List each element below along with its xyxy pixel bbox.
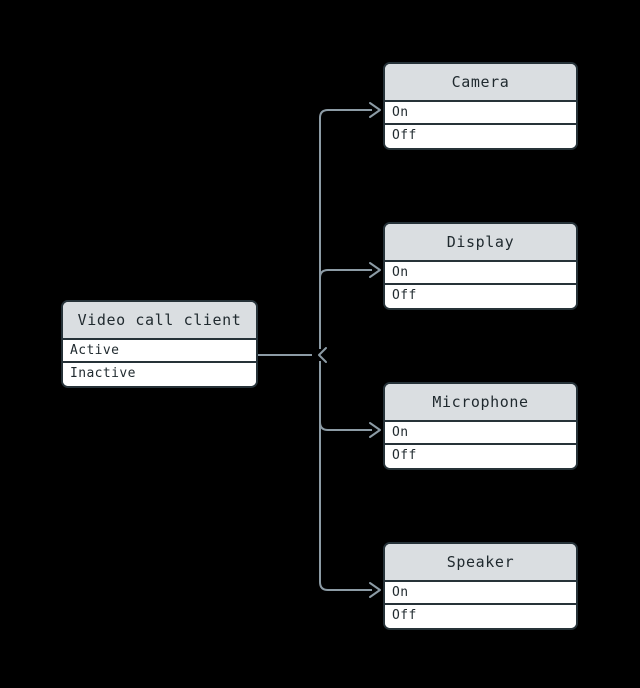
node-title-video-call-client: Video call client (63, 302, 256, 340)
node-display[interactable]: Display On Off (383, 222, 578, 310)
arrowhead-microphone (369, 422, 381, 438)
node-microphone[interactable]: Microphone On Off (383, 382, 578, 470)
node-row-display-on[interactable]: On (385, 262, 576, 285)
node-speaker[interactable]: Speaker On Off (383, 542, 578, 630)
node-row-microphone-on[interactable]: On (385, 422, 576, 445)
node-row-speaker-on[interactable]: On (385, 582, 576, 605)
node-row-active[interactable]: Active (63, 340, 256, 363)
edge-branch-camera (319, 109, 364, 349)
node-title-camera: Camera (385, 64, 576, 102)
arrowhead-speaker (369, 582, 381, 598)
node-video-call-client[interactable]: Video call client Active Inactive (61, 300, 258, 388)
node-title-speaker: Speaker (385, 544, 576, 582)
edge-branch-display (319, 269, 364, 349)
edge-branch-speaker (319, 361, 364, 591)
node-title-microphone: Microphone (385, 384, 576, 422)
arrowhead-camera (369, 102, 381, 118)
node-row-inactive[interactable]: Inactive (63, 363, 256, 386)
node-row-display-off[interactable]: Off (385, 285, 576, 308)
arrowhead-display (369, 262, 381, 278)
node-row-microphone-off[interactable]: Off (385, 445, 576, 468)
edge-junction-arrow (318, 347, 327, 363)
node-row-camera-off[interactable]: Off (385, 125, 576, 148)
node-camera[interactable]: Camera On Off (383, 62, 578, 150)
node-row-speaker-off[interactable]: Off (385, 605, 576, 628)
node-row-camera-on[interactable]: On (385, 102, 576, 125)
node-title-display: Display (385, 224, 576, 262)
edge-branch-microphone (319, 361, 364, 431)
